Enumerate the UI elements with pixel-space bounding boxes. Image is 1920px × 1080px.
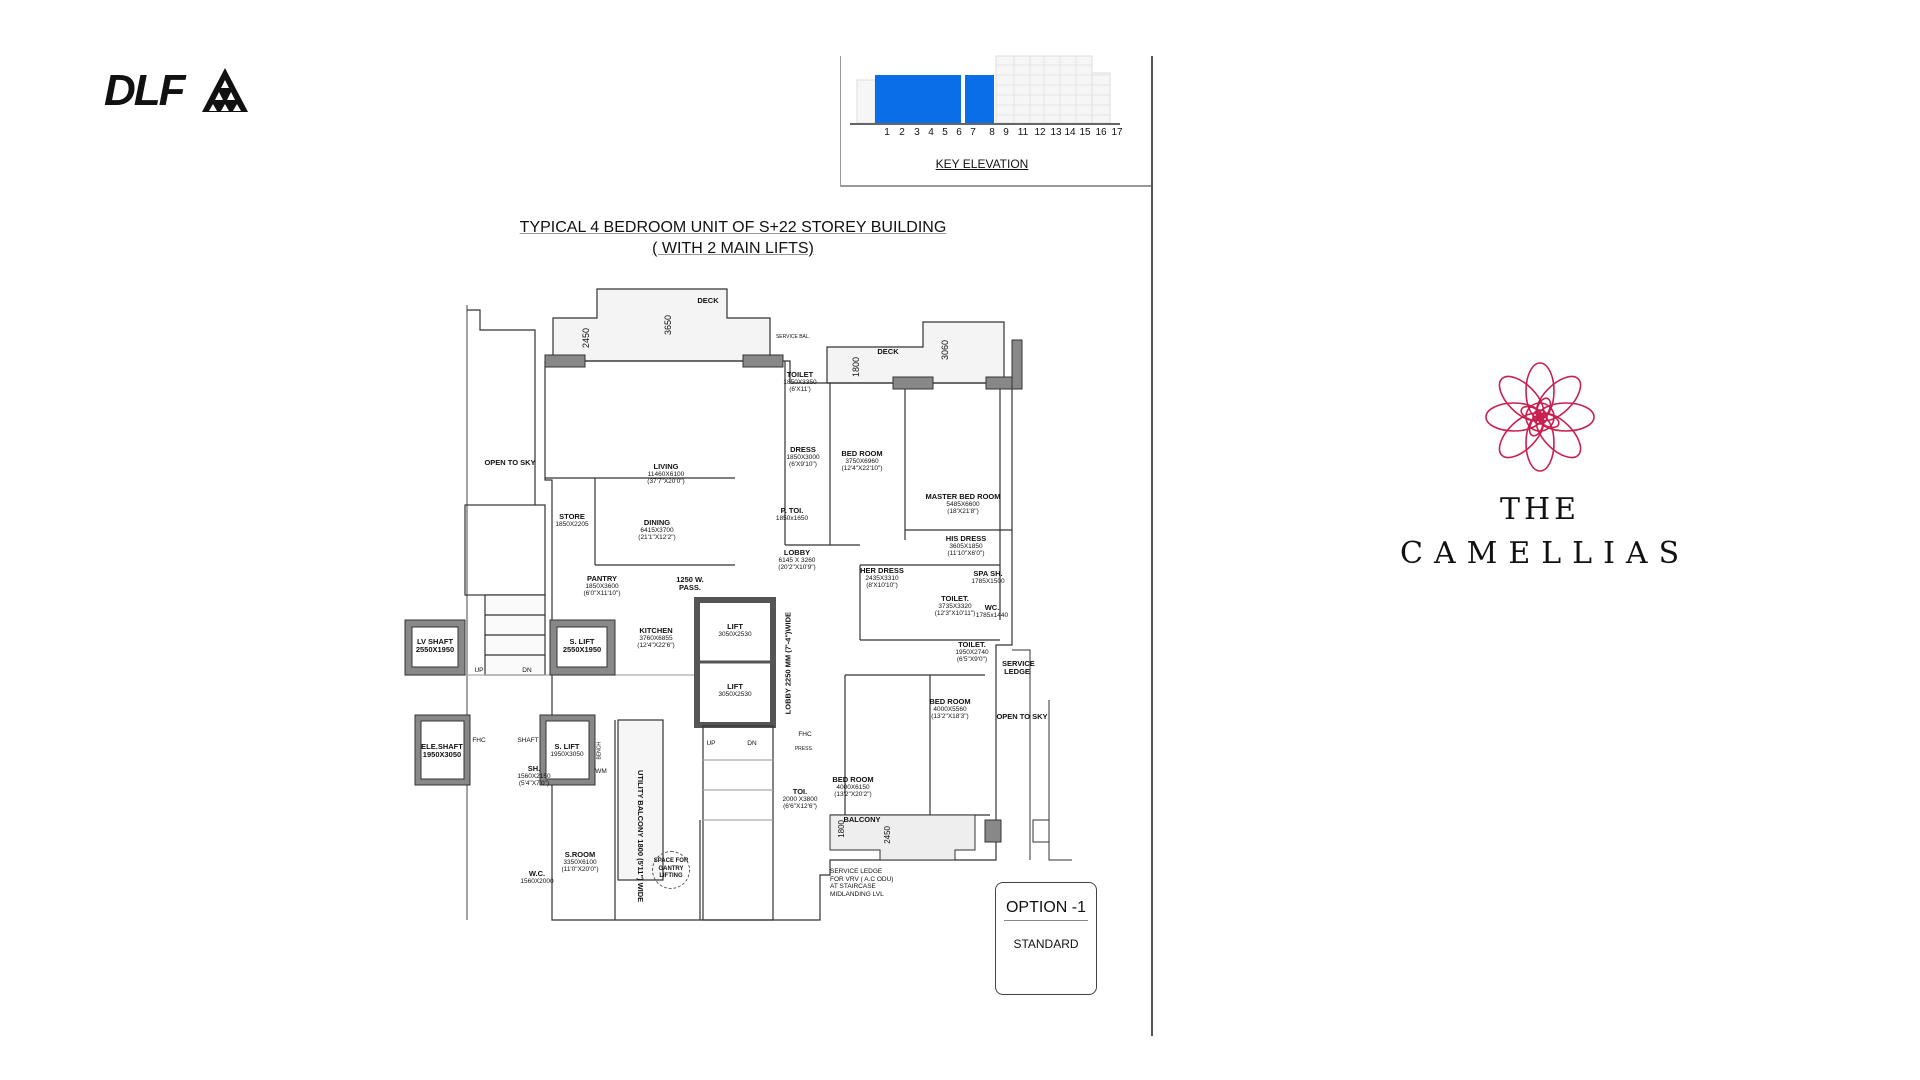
highlighted-floors-2-7 (875, 75, 961, 123)
label-dn: DN (522, 667, 532, 674)
deck-top-left (552, 288, 771, 362)
room-powder-toilet: P. TOI.1850x1650 (775, 506, 809, 522)
dim-3060: 3060 (940, 340, 950, 361)
floor-label: 6 (956, 127, 962, 138)
floor-label: 9 (1003, 127, 1009, 138)
floor-label: 17 (1111, 127, 1123, 138)
dim-2450: 2450 (581, 328, 591, 349)
room-toi-bedroom: TOI.2000 X3800(6'6"X12'6") (782, 787, 818, 810)
divider-line (1151, 56, 1153, 1036)
label-gantry-space: SPACE FOR GANTRY LIFTING (652, 851, 690, 889)
key-elevation-panel (840, 56, 1153, 187)
label-dn-2: DN (747, 740, 757, 747)
option-label: OPTION -1 (1004, 899, 1088, 921)
label-up-2: UP (706, 740, 716, 747)
dim-2450-balcony: 2450 (883, 826, 892, 844)
label-fhc: FHC (472, 737, 486, 744)
dlf-logo-text: DLF (104, 66, 186, 115)
floor-label: 4 (928, 127, 934, 138)
label-shaft: SHAFT (517, 737, 539, 744)
option-box: OPTION -1 STANDARD (995, 882, 1097, 995)
key-elevation-diagram (850, 55, 1120, 125)
room-servant-shower: SH.1560X2150(5'4"X7'0") (517, 764, 551, 787)
floor-label: 2 (899, 127, 905, 138)
floor-label: 12 (1034, 127, 1046, 138)
room-master-toilet: TOILET.3735X3320(12'3"X10'11") (934, 594, 976, 617)
camellia-flower-icon (1485, 362, 1595, 472)
room-servant-wc: W.C.1560X2000 (520, 869, 554, 885)
label-balcony: BALCONY (843, 815, 881, 824)
floor-label: 14 (1064, 127, 1076, 138)
dlf-triangle-icon (202, 68, 248, 112)
floor-label: 16 (1095, 127, 1107, 138)
label-utility-balcony: UTILITY BALCONY 1800 (5'11") WIDE (635, 770, 645, 903)
label-lobby-width: LOBBY 2250 MM (7'-4")WIDE (783, 612, 793, 715)
dim-1800-balcony: 1800 (837, 820, 846, 838)
dim-3650: 3650 (663, 315, 673, 336)
room-wc: WC.1785x1440 (975, 603, 1009, 619)
label-bench: BENCH (596, 742, 603, 760)
label-deck-right: DECK (877, 347, 899, 356)
label-service-ledge: SERVICE LEDGE (1002, 659, 1035, 676)
floor-label: 3 (914, 127, 920, 138)
floor-label: 11 (1017, 127, 1029, 138)
label-pressurization: PRESS. (794, 746, 814, 752)
label-deck-left: DECK (697, 296, 719, 305)
project-name: CAMELLIAS (1400, 536, 1691, 571)
highlighted-floors-8-9 (965, 75, 994, 123)
label-open-to-sky-left: OPEN TO SKY (484, 458, 536, 467)
label-wm: WM (595, 768, 607, 775)
floor-label: 15 (1079, 127, 1091, 138)
room-toilet-bedroom3: TOILET.1950X2740(6'5"X9'0") (955, 640, 989, 663)
label-fhc-2: FHC (798, 731, 812, 738)
floor-plan-drawing (404, 288, 1072, 921)
option-variant: STANDARD (1013, 937, 1079, 951)
room-passage: 1250 W.PASS. (676, 575, 704, 592)
label-open-to-sky-right: OPEN TO SKY (996, 712, 1048, 721)
label-service-balcony: SERVICE BAL. (775, 334, 811, 340)
floor-label: 13 (1050, 127, 1062, 138)
dim-1800: 1800 (851, 357, 861, 378)
project-name-the: THE (1499, 492, 1581, 527)
floor-label: 1 (884, 127, 890, 138)
label-ledge-note: SERVICE LEDGE FOR VRV ( A.C ODU) AT STAI… (830, 868, 894, 898)
label-up: UP (474, 667, 484, 674)
key-elevation-title: KEY ELEVATION (935, 157, 1029, 171)
dlf-logo: DLF (104, 66, 249, 118)
floor-label: 8 (989, 127, 995, 138)
plan-title: TYPICAL 4 BEDROOM UNIT OF S+22 STOREY BU… (519, 219, 947, 236)
floor-label: 7 (970, 127, 976, 138)
room-spa-shower: SPA SH.1785X1500 (971, 569, 1005, 585)
plan-subtitle: ( WITH 2 MAIN LIFTS) (652, 240, 814, 257)
floor-label: 5 (942, 127, 948, 138)
